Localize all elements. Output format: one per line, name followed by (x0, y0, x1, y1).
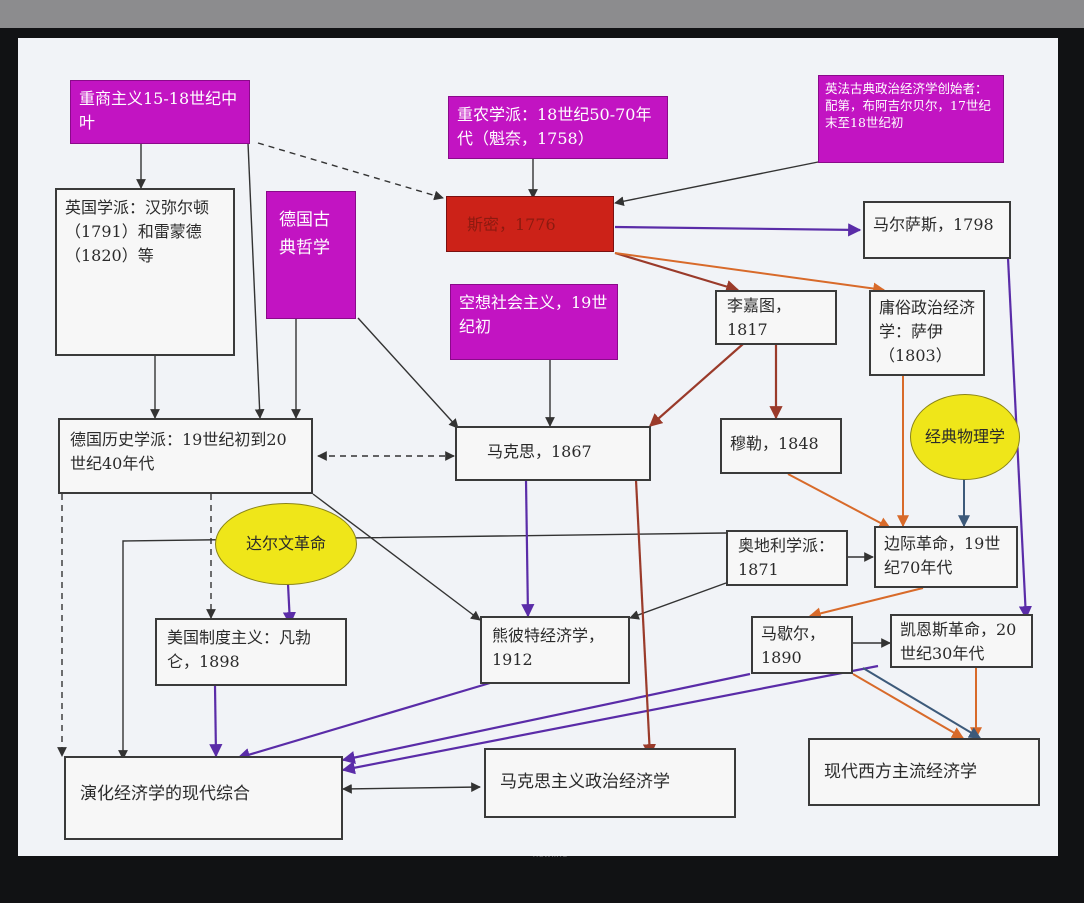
node-marshall: 马歇尔，1890 (751, 616, 853, 674)
node-us-institutionalism: 美国制度主义：凡勃仑，1898 (155, 618, 347, 686)
arrow-marx-schumpeter (521, 479, 535, 618)
arrow-institutionalism-evolutionary (209, 685, 223, 758)
arrow-smith-malthus (614, 223, 862, 237)
node-smith: 斯密，1776 (446, 196, 614, 252)
arrow-mercantilism-smith-dashed (257, 142, 444, 201)
node-classical-physics: 经典物理学 (910, 394, 1020, 480)
node-british-school: 英国学派：汉弥尔顿（1791）和雷蒙德（1820）等 (55, 188, 235, 356)
node-evolutionary: 演化经济学的现代综合 (64, 756, 343, 840)
node-austrian: 奥地利学派：1871 (726, 530, 848, 586)
arrow-marshall-mainstream-blue (862, 667, 982, 739)
node-malthus: 马尔萨斯，1798 (863, 201, 1011, 259)
arrow-smith-vulgar (614, 252, 886, 295)
arrow-layer (57, 142, 1032, 794)
node-mercantilism: 重商主义15-18世纪中叶 (70, 80, 250, 144)
node-classical-founders: 英法古典政治经济学创始者：配第，布阿吉尔贝尔，17世纪末至18世纪初 (818, 75, 1004, 163)
node-ricardo: 李嘉图，1817 (715, 290, 837, 345)
node-german-philosophy: 德国古典哲学 (266, 191, 356, 319)
arrow-ricardo-marx (649, 343, 744, 427)
classical-physics-label: 经典物理学 (924, 427, 1005, 446)
node-marx: 马克思，1867 (455, 426, 651, 481)
arrow-philosophy-marx (357, 317, 459, 429)
arrow-keynes-evolutionary (341, 664, 879, 775)
slide-screen: 重商主义15-18世纪中叶 重农学派：18世纪50-70年代（魁奈，1758） … (18, 38, 1058, 856)
node-utopian-socialism: 空想社会主义，19世纪初 (450, 284, 618, 360)
arrow-marginal-marshall (808, 587, 924, 620)
arrow-founders-smith (614, 159, 829, 207)
arrow-historical-schumpeter (312, 493, 481, 621)
node-marxist-pe: 马克思主义政治经济学 (484, 748, 736, 818)
node-keynes: 凯恩斯革命，20世纪30年代 (890, 614, 1033, 668)
arrow-darwin-evolutionary (118, 532, 727, 760)
node-darwin: 达尔文革命 (215, 503, 357, 585)
darwin-label: 达尔文革命 (245, 534, 326, 553)
node-mainstream: 现代西方主流经济学 (808, 738, 1040, 806)
node-mill: 穆勒，1848 (720, 418, 842, 474)
arrow-smith-ricardo (614, 251, 740, 293)
arrow-schumpeter-evolutionary (236, 681, 491, 761)
node-schumpeter: 熊彼特经济学，1912 (480, 616, 630, 684)
node-marginal: 边际革命，19世纪70年代 (874, 526, 1018, 588)
node-vulgar-economics: 庸俗政治经济学：萨伊（1803） (869, 290, 985, 376)
arrow-marx-marxist (634, 479, 656, 758)
node-physiocrats: 重农学派：18世纪50-70年代（魁奈，1758） (448, 96, 668, 159)
arrow-evolutionary-marxist (342, 782, 481, 794)
node-german-historical: 德国历史学派：19世纪初到20世纪40年代 (58, 418, 313, 494)
arrow-mill-marginal (787, 473, 892, 529)
arrow-darwin-institutionalism (282, 583, 296, 626)
arrow-austrian-schumpeter (629, 582, 727, 620)
arrow-marshall-evolutionary (341, 672, 751, 765)
arrow-marshall-mainstream (852, 673, 965, 739)
arrow-mercantilism-historical (247, 142, 265, 419)
